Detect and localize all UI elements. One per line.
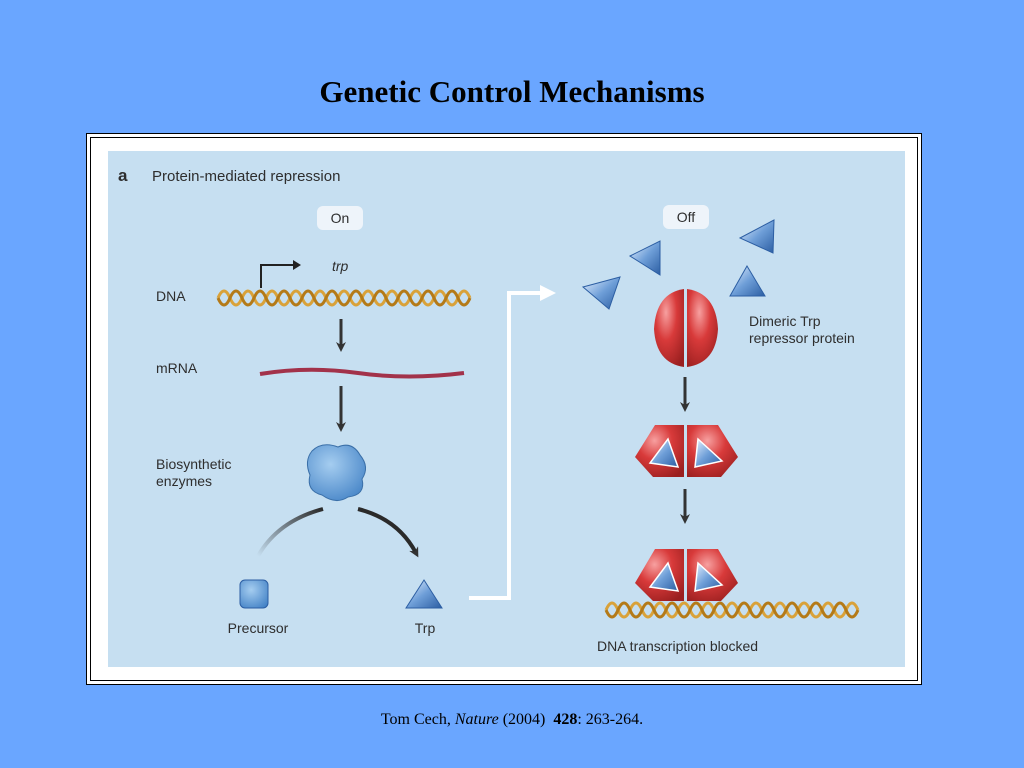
trp-molecule: [405, 579, 443, 609]
figure-panel: a Protein-mediated repression On Off DNA…: [108, 151, 905, 667]
state-on-label: On: [331, 210, 350, 226]
promoter-arrowhead: [293, 260, 301, 270]
precursor-molecule: [239, 579, 269, 609]
state-off-label: Off: [677, 209, 696, 225]
free-trp-2: [628, 240, 661, 276]
connector-arrow: [469, 291, 542, 600]
slide-title: Genetic Control Mechanisms: [319, 74, 705, 109]
panel-letter: a: [118, 166, 128, 185]
blocked-label: DNA transcription blocked: [597, 638, 758, 654]
state-off-badge: [663, 205, 709, 229]
dna-helix-left: [216, 289, 472, 307]
repressor-label-line2: repressor protein: [749, 330, 855, 346]
bound-repressor-complex: [635, 549, 738, 601]
precursor-label: Precursor: [228, 620, 289, 636]
connector-arrowhead: [540, 285, 556, 301]
gene-label: trp: [332, 258, 349, 274]
free-trp-1: [581, 276, 621, 310]
figure-frame: a Protein-mediated repression On Off DNA…: [86, 133, 922, 685]
precursor-arc: [256, 507, 324, 557]
mrna-label: mRNA: [156, 360, 198, 376]
mrna-strand: [259, 367, 465, 379]
panel-title: Protein-mediated repression: [152, 168, 340, 185]
enzymes-label-line2: enzymes: [156, 473, 212, 489]
state-on-badge: [317, 206, 363, 230]
dna-helix-right: [604, 601, 860, 619]
product-arc: [357, 507, 419, 558]
trp-label: Trp: [415, 620, 436, 636]
dna-label: DNA: [156, 288, 186, 304]
free-trp-4: [729, 265, 766, 297]
citation-pages: : 263-264.: [577, 711, 644, 728]
dimeric-repressor: [654, 289, 718, 367]
diagram-canvas: a Protein-mediated repression On Off DNA…: [118, 166, 860, 654]
citation-year: (2004): [498, 711, 550, 728]
repressor-label-line1: Dimeric Trp: [749, 313, 821, 329]
free-trp-3: [738, 219, 775, 254]
citation-journal: Nature: [454, 711, 499, 728]
citation-author: Tom Cech,: [380, 711, 455, 728]
repressor-trp-complex: [635, 425, 738, 477]
citation-volume: 428: [553, 711, 578, 728]
promoter-arrow: [260, 264, 293, 288]
citation: Tom Cech, Nature (2004) 428: 263-264.: [0, 711, 1024, 729]
enzyme-blob: [306, 444, 366, 501]
enzymes-label-line1: Biosynthetic: [156, 456, 231, 472]
figure-frame-inner: [90, 137, 918, 681]
